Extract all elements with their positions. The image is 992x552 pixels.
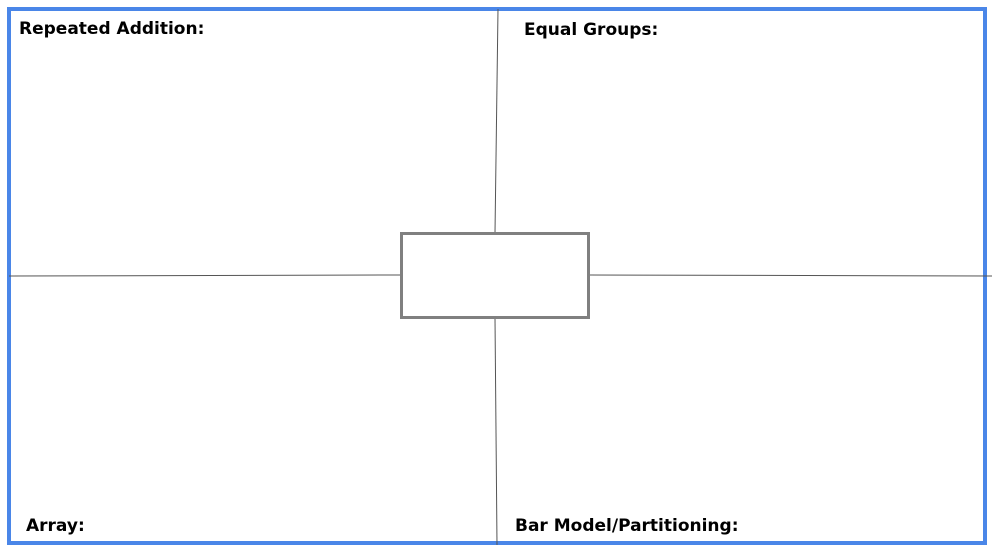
- label-array: Array:: [26, 516, 85, 536]
- center-box[interactable]: [400, 232, 590, 319]
- label-bar-model-partitioning: Bar Model/Partitioning:: [515, 516, 739, 536]
- horizontal-divider-left: [8, 274, 402, 277]
- label-equal-groups: Equal Groups:: [524, 20, 659, 40]
- vertical-divider-top: [494, 8, 499, 234]
- horizontal-divider-right: [587, 274, 992, 277]
- vertical-divider-bottom: [494, 317, 498, 546]
- label-repeated-addition: Repeated Addition:: [19, 19, 205, 39]
